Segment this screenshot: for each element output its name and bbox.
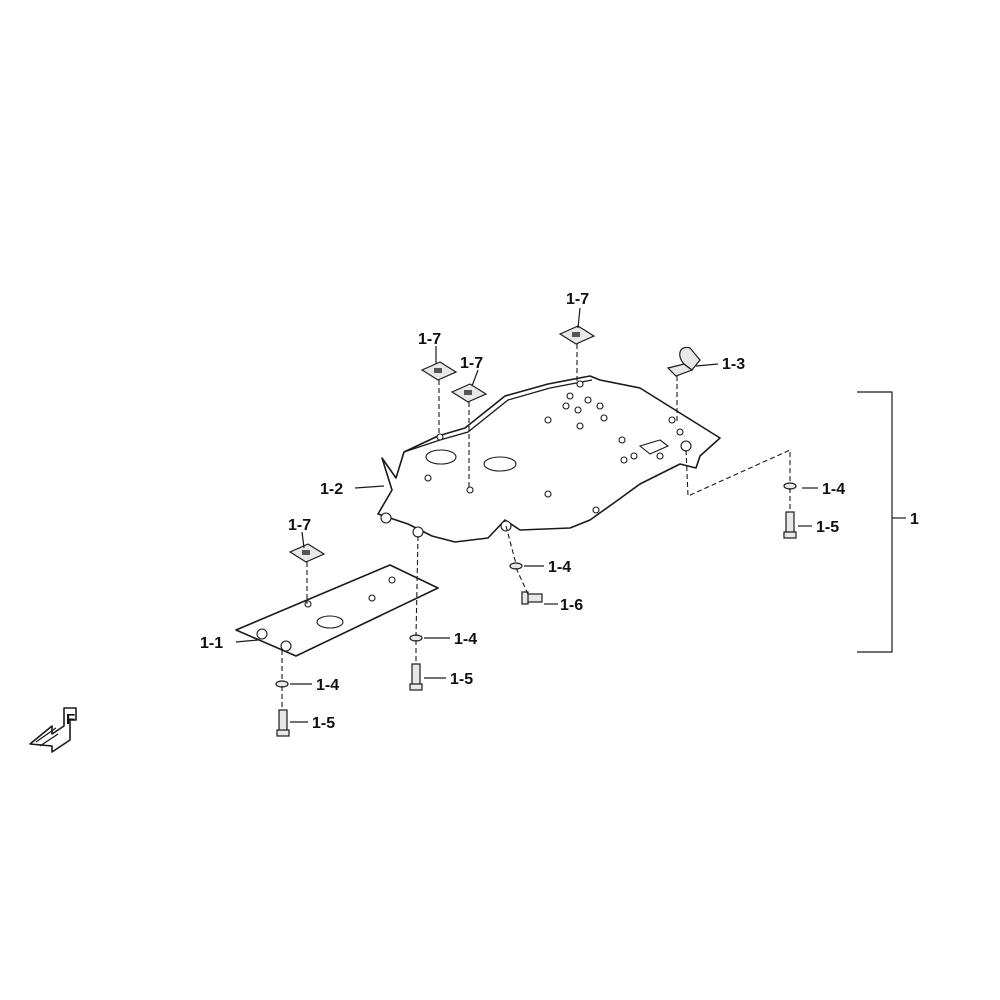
main-skid-plate <box>377 375 721 543</box>
nut-clip-3 <box>558 325 596 345</box>
nut-clip-4 <box>288 543 326 563</box>
label-bolt-front: 1-5 <box>450 671 473 688</box>
label-washer-right: 1-4 <box>822 481 845 498</box>
label-nut-clip-b: 1-7 <box>460 355 483 372</box>
bolt-1-5-front <box>409 663 423 691</box>
front-direction-arrow-icon: F <box>29 707 77 753</box>
clip-part <box>666 346 701 377</box>
label-bolt-right: 1-5 <box>816 519 839 536</box>
leader-lines <box>235 307 818 723</box>
label-nut-clip-a: 1-7 <box>418 331 441 348</box>
label-clip: 1-3 <box>722 356 745 373</box>
label-front-plate: 1-1 <box>200 635 223 652</box>
label-nut-clip-d: 1-7 <box>288 517 311 534</box>
nut-clip-1 <box>420 361 458 381</box>
washers <box>275 482 797 688</box>
bolt-1-6 <box>521 591 543 605</box>
assembly-bracket <box>857 391 893 653</box>
label-bolt-short: 1-6 <box>560 597 583 614</box>
nut-clip-2 <box>450 383 488 403</box>
label-washer-center: 1-4 <box>548 559 571 576</box>
bolt-1-5-left <box>276 709 290 737</box>
label-washer-front: 1-4 <box>454 631 477 648</box>
label-bolt-left: 1-5 <box>312 715 335 732</box>
assembly-lines <box>281 344 791 710</box>
front-skid-plate <box>235 564 439 657</box>
label-assembly: 1 <box>910 511 919 528</box>
bolt-1-5-right <box>783 511 797 539</box>
label-nut-clip-c: 1-7 <box>566 291 589 308</box>
label-main-plate: 1-2 <box>320 481 343 498</box>
direction-letter: F <box>66 711 75 728</box>
label-washer-left: 1-4 <box>316 677 339 694</box>
